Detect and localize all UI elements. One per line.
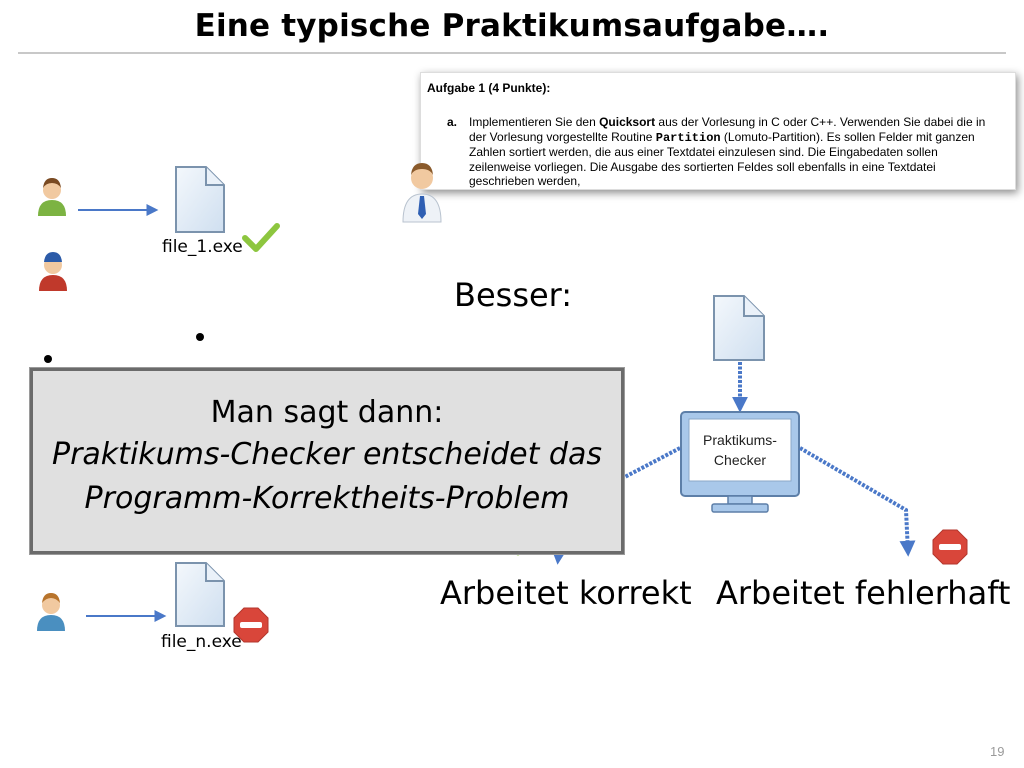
conclusion-overlay: Man sagt dann: Praktikums-Checker entsch… [30,368,624,554]
person-male-icon [37,593,65,631]
checkmark-icon [242,223,280,252]
monitor-icon [680,411,800,513]
result-correct-label: Arbeitet korrekt [440,574,692,612]
overlay-line-2: Praktikums-Checker entscheidet das [52,437,602,472]
document-icon [175,562,225,627]
arrow-fail [798,446,916,557]
person-male-cap-icon [39,252,67,291]
stop-icon [932,529,968,565]
overlay-line-3: Programm-Korrektheits-Problem [84,481,570,516]
assignment-item-label: a. [447,115,458,129]
file-n-label: file_n.exe [161,632,242,652]
assignment-text-quicksort: Quicksort [599,115,656,129]
document-icon [175,166,225,233]
title-divider [18,52,1006,54]
result-faulty-label: Arbeitet fehlerhaft [716,574,1011,612]
teacher-icon [402,163,442,223]
document-icon [713,295,765,361]
person-female-icon [38,178,66,216]
checker-label-line-2: Checker [713,452,767,468]
bullet [44,355,52,363]
assignment-heading: Aufgabe 1 (4 Punkte): [427,81,551,95]
page-number: 19 [990,744,1005,759]
overlay-line-1: Man sagt dann: [210,395,444,430]
assignment-text-part: (Lomuto-Partition). Es sollen Felder mit… [469,129,975,189]
assignment-text-partition: Partition [655,130,721,145]
besser-label: Besser: [454,276,573,314]
stop-icon [233,607,269,643]
slide-title: Eine typische Praktikumsaufgabe…. [194,8,830,44]
checker-label: Praktikums- Checker [688,430,792,470]
assignment-text: Implementieren Sie den Quicksort aus der… [469,115,999,189]
assignment-text-part: Implementieren Sie den [469,115,600,129]
assignment-text-part: aus der Vorlesung in C oder C++. Verwend… [469,115,986,144]
assignment-box: Aufgabe 1 (4 Punkte): a. Implementieren … [420,72,1016,190]
bullet [196,333,204,341]
checker-label-line-1: Praktikums- [703,432,777,448]
file-1-label: file_1.exe [162,237,243,257]
